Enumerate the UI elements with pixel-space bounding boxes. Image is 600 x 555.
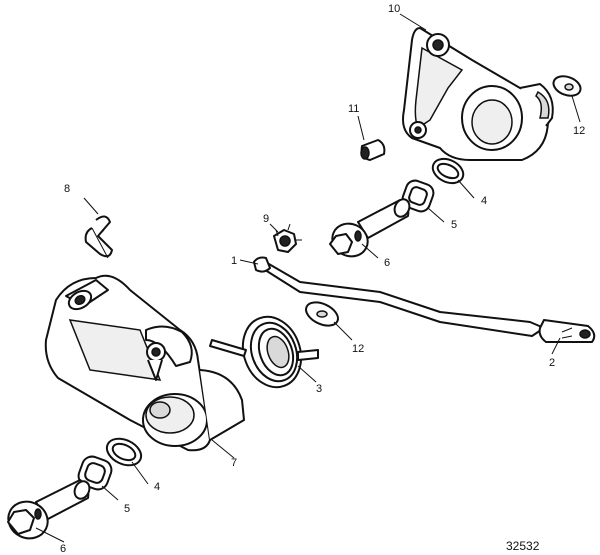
washer-upper-part-12 — [552, 75, 582, 97]
callout-4-lower: 4 — [154, 481, 160, 493]
bolt-lower-part-6 — [7, 479, 91, 540]
callout-12-middle: 12 — [352, 343, 364, 355]
callout-7: 7 — [231, 457, 237, 469]
catalog-number: 32532 — [506, 539, 540, 553]
bolt-upper-part-6 — [329, 198, 411, 258]
nut-part-9 — [273, 223, 302, 253]
washer-middle-part-12 — [305, 301, 339, 327]
callout-1: 1 — [231, 255, 237, 267]
callout-8: 8 — [64, 183, 70, 195]
callout-labels: 1 2 3 4 4 5 5 6 6 7 8 9 10 11 12 12 — [60, 3, 585, 555]
bracket-upper-part-10 — [402, 27, 554, 161]
callout-11: 11 — [348, 103, 359, 115]
callout-4-upper: 4 — [481, 195, 487, 207]
callout-2: 2 — [549, 357, 555, 369]
callout-9: 9 — [263, 213, 269, 225]
bushing-lower-part-5 — [77, 455, 113, 491]
ring-lower-part-4 — [105, 437, 143, 467]
fitting-part-11 — [360, 139, 386, 161]
bracket-lower-part-7 — [44, 274, 245, 452]
callout-6-lower: 6 — [60, 543, 66, 555]
callout-3: 3 — [316, 383, 322, 395]
link-rod-part-2 — [253, 256, 596, 343]
bushing-upper-part-5 — [401, 179, 435, 213]
spring-part-3 — [209, 315, 319, 389]
callout-10: 10 — [388, 3, 400, 15]
callout-12-upper: 12 — [573, 125, 585, 137]
ring-upper-part-4 — [431, 157, 465, 185]
callout-5-upper: 5 — [451, 219, 457, 231]
leader-lines — [35, 13, 581, 543]
clip-pin-part-8 — [84, 215, 113, 259]
callout-6-upper: 6 — [384, 257, 390, 269]
callout-5-lower: 5 — [124, 503, 130, 515]
